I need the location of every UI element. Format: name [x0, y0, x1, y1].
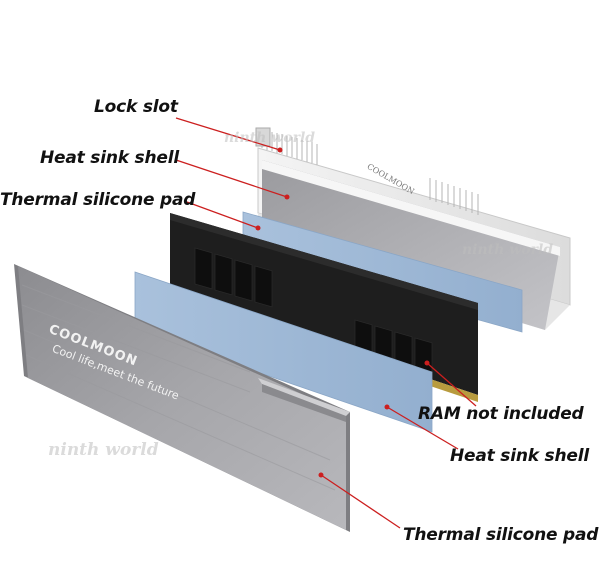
- label-thermal-pad-top: Thermal silicone pad: [0, 190, 196, 210]
- lock-slot-notch: [255, 127, 271, 147]
- leader-lines: [175, 117, 477, 529]
- leader-dots: [255, 147, 430, 478]
- watermark-right: ninth world: [462, 242, 554, 258]
- label-heat-sink-shell-bottom: Heat sink shell: [450, 446, 589, 466]
- front-thermal-pad: [134, 271, 433, 433]
- front-heat-sink-shell: [14, 264, 350, 532]
- label-ram-not-included: RAM not included: [418, 404, 584, 424]
- watermark-top: ninth world: [224, 130, 316, 146]
- label-heat-sink-shell-top: Heat sink shell: [40, 148, 179, 168]
- watermark-left: ninth world: [48, 440, 159, 460]
- label-thermal-pad-bottom: Thermal silicone pad: [403, 525, 599, 545]
- front-shell-grooves: [21, 284, 336, 491]
- ram-chips-left: [194, 247, 273, 308]
- label-lock-slot: Lock slot: [94, 97, 178, 117]
